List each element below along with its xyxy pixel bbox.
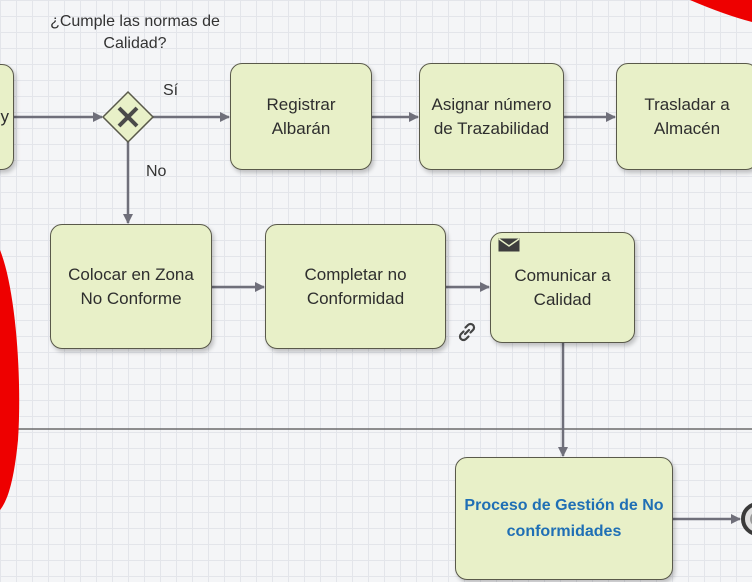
task-comunicar-calidad-label: Comunicar a Calidad xyxy=(514,265,611,309)
task-completar-no-conformidad-label: Completar no Conformidad xyxy=(304,264,407,308)
link-icon[interactable] xyxy=(455,320,479,344)
task-colocar-zona-no-conforme-label: Colocar en Zona No Conforme xyxy=(68,264,194,308)
task-completar-no-conformidad[interactable]: Completar no Conformidad xyxy=(265,224,446,349)
task-partial-left[interactable]: y xyxy=(0,64,14,170)
task-registrar-albaran[interactable]: Registrar Albarán xyxy=(230,63,372,170)
envelope-icon xyxy=(498,238,520,252)
exclusive-gateway-x-icon[interactable] xyxy=(101,90,155,144)
gateway-yes-label: Sí xyxy=(163,82,179,99)
task-trasladar-almacen-label: Trasladar a Almacén xyxy=(644,94,730,138)
task-registrar-albaran-label: Registrar Albarán xyxy=(266,94,336,138)
subprocess-proceso-gestion-no-conformidades[interactable]: Proceso de Gestión de No conformidades xyxy=(455,457,673,580)
red-annotation-shape-top-right xyxy=(690,0,752,22)
task-asignar-trazabilidad-label: Asignar número de Trazabilidad xyxy=(431,94,552,138)
subprocess-proceso-gestion-label: Proceso de Gestión de No conformidades xyxy=(464,496,664,540)
red-annotation-shape-left xyxy=(0,250,20,510)
task-trasladar-almacen[interactable]: Trasladar a Almacén xyxy=(616,63,752,170)
end-event-icon[interactable] xyxy=(741,503,752,535)
task-partial-left-label: y xyxy=(0,107,10,126)
gateway-question: ¿Cumple las normas de Calidad? xyxy=(50,13,220,52)
task-colocar-zona-no-conforme[interactable]: Colocar en Zona No Conforme xyxy=(50,224,212,349)
gateway-no-label: No xyxy=(146,163,167,180)
task-asignar-trazabilidad[interactable]: Asignar número de Trazabilidad xyxy=(419,63,564,170)
